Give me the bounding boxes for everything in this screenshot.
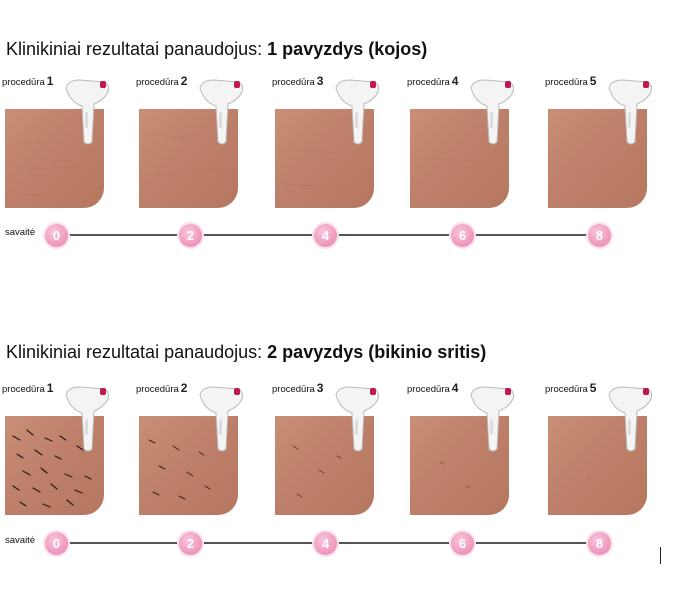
- section-title: Klinikiniai rezultatai panaudojus: 2 pav…: [6, 342, 487, 362]
- ipl-device-icon: [470, 386, 514, 452]
- skin-texture: [9, 138, 76, 198]
- week-marker-6: 6: [451, 532, 474, 555]
- week-marker-0: 0: [45, 224, 68, 247]
- week-marker-6: 6: [451, 224, 474, 247]
- ipl-device-icon: [335, 386, 379, 452]
- ipl-device-icon: [65, 386, 109, 452]
- ipl-device-icon: [608, 79, 652, 145]
- week-marker-8: 8: [588, 532, 611, 555]
- timeline-caption: savaitė: [5, 227, 36, 238]
- text-cursor: [660, 547, 661, 564]
- week-marker-4: 4: [314, 532, 337, 555]
- section-title: Klinikiniai rezultatai panaudojus: 1 pav…: [6, 39, 428, 59]
- week-marker-8: 8: [588, 224, 611, 247]
- results-section-legs: Klinikiniai rezultatai panaudojus: 1 pav…: [0, 38, 678, 298]
- week-marker-0: 0: [45, 532, 68, 555]
- ipl-device-icon: [199, 386, 243, 452]
- ipl-device-icon: [65, 79, 109, 145]
- week-marker-2: 2: [179, 224, 202, 247]
- ipl-device-icon: [470, 79, 514, 145]
- week-marker-4: 4: [314, 224, 337, 247]
- ipl-device-icon: [608, 386, 652, 452]
- ipl-device-icon: [199, 79, 243, 145]
- timeline-caption: savaitė: [5, 535, 36, 546]
- ipl-device-icon: [335, 79, 379, 145]
- results-section-bikini: Klinikiniai rezultatai panaudojus: 2 pav…: [0, 341, 678, 601]
- week-marker-2: 2: [179, 532, 202, 555]
